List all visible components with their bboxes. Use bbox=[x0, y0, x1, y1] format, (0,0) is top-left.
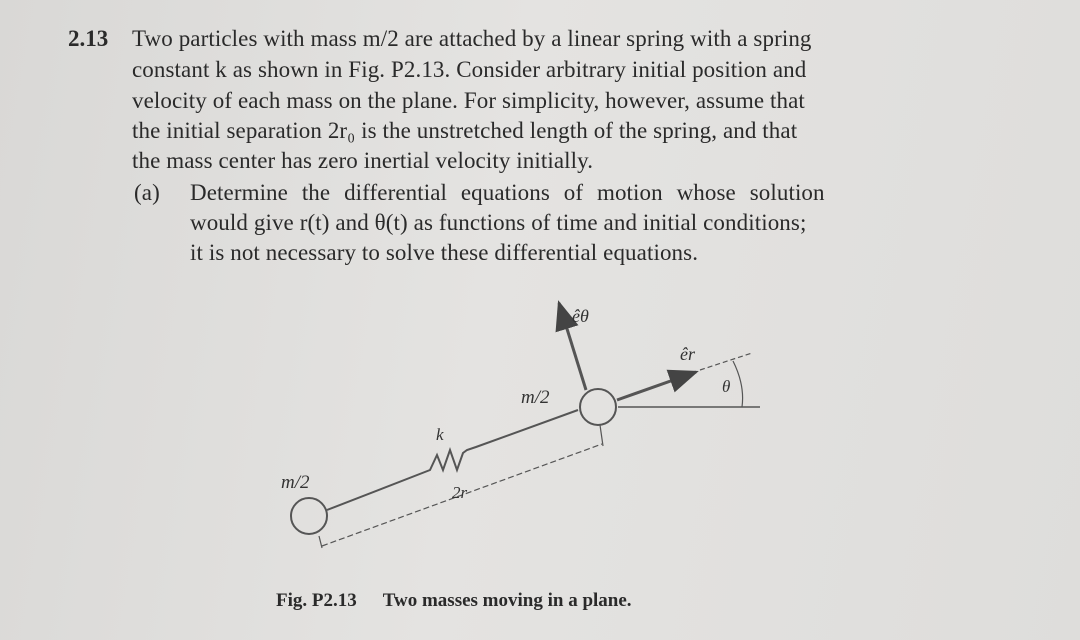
mass-right bbox=[579, 388, 617, 426]
separation-label: 2r bbox=[452, 483, 468, 502]
figure-caption: Fig. P2.13 Two masses moving in a plane. bbox=[276, 590, 658, 612]
e-theta-label: êθ bbox=[572, 306, 589, 326]
spring bbox=[326, 409, 579, 511]
problem-text-line: velocity of each mass on the plane. For … bbox=[132, 88, 805, 113]
problem-text-line: Two particles with mass m/2 are attached… bbox=[132, 26, 812, 51]
part-a-text-line: Determine the differential equations of … bbox=[190, 180, 825, 205]
problem-number: 2.13 bbox=[68, 26, 109, 51]
mass-right-label: m/2 bbox=[521, 387, 550, 408]
figure-number: Fig. P2.13 bbox=[276, 590, 357, 611]
theta-arc bbox=[732, 360, 744, 408]
e-r-arrow bbox=[616, 369, 699, 402]
spring-constant-label: k bbox=[436, 425, 444, 444]
figure-caption-text: Two masses moving in a plane. bbox=[382, 590, 632, 611]
part-a-text-line: it is not necessary to solve these diffe… bbox=[190, 240, 699, 265]
separation-dimension-line bbox=[321, 443, 603, 547]
e-r-label: êr bbox=[680, 344, 696, 364]
problem-text-line: constant k as shown in Fig. P2.13. Consi… bbox=[132, 57, 807, 82]
problem-text-line: the mass center has zero inertial veloci… bbox=[132, 148, 594, 173]
mass-left-label: m/2 bbox=[281, 472, 310, 493]
e-theta-arrow bbox=[555, 300, 588, 391]
part-a-label: (a) bbox=[134, 180, 160, 205]
part-a-text-line: would give r(t) and θ(t) as functions of… bbox=[190, 210, 807, 235]
problem-text-line: the initial separation 2r₀ is the unstre… bbox=[132, 118, 798, 143]
theta-label: θ bbox=[722, 377, 730, 396]
mass-left bbox=[290, 497, 328, 535]
